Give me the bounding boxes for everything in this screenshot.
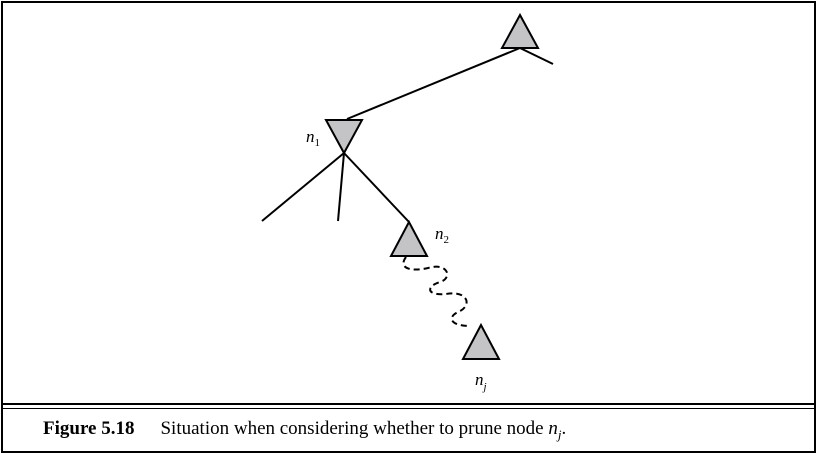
nj-max-node	[461, 322, 501, 360]
label-n2: n2	[435, 224, 449, 246]
root-max-node	[500, 12, 540, 49]
caption-text: Situation when considering whether to pr…	[160, 418, 549, 439]
edge-n1-left	[261, 152, 345, 222]
edge-n1-n2	[343, 152, 410, 223]
edge-n1-middle	[337, 152, 345, 222]
n1-min-node	[324, 119, 364, 156]
label-n1: n1	[306, 127, 320, 149]
figure-caption: Figure 5.18 Situation when considering wh…	[43, 418, 566, 443]
edge-root-n1	[346, 47, 521, 120]
caption-variable: nj	[548, 418, 562, 442]
caption-rule-bottom	[3, 408, 814, 409]
edge-root-right	[519, 47, 554, 65]
figure-number: Figure 5.18	[43, 418, 135, 439]
caption-rule-top	[3, 403, 814, 405]
label-nj: nj	[475, 370, 487, 393]
caption-end: .	[561, 418, 567, 439]
n2-max-node	[389, 219, 429, 257]
path-n2-nj	[402, 256, 471, 327]
